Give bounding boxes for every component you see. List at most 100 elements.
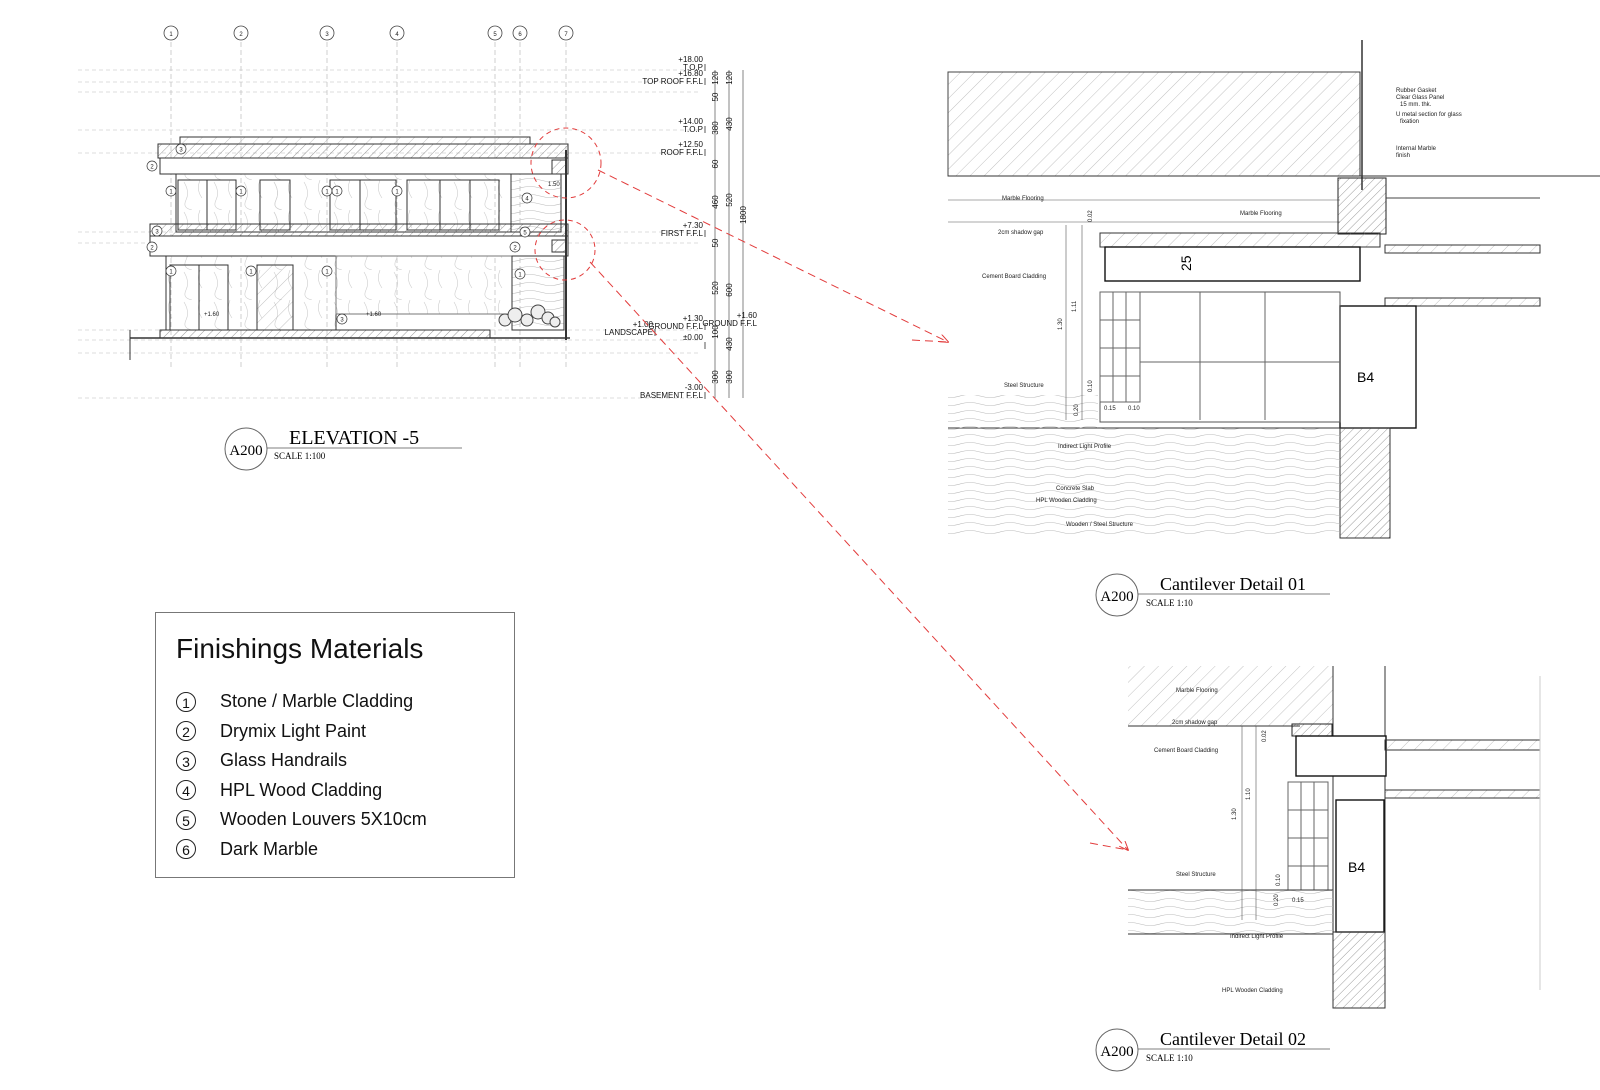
elevation-title-block: A200 ELEVATION -5 SCALE 1:100 — [224, 427, 462, 471]
detail1-annotation: Concrete Slab — [1056, 486, 1095, 492]
material-tag-number: 1 — [169, 270, 173, 276]
legend-number: 4 — [176, 780, 196, 801]
material-tag-number: 1 — [249, 270, 253, 276]
dimension-value: 460 — [711, 195, 720, 209]
material-tag — [519, 226, 531, 238]
material-tag — [165, 185, 177, 197]
detail1-annotation: Marble Flooring — [1002, 196, 1044, 202]
legend-number: 3 — [176, 750, 196, 771]
level-value: -3.00 — [685, 383, 704, 392]
grid-bubble — [512, 25, 528, 41]
grid-bubble-label: 1 — [169, 32, 173, 38]
level-value: +1.60 — [737, 311, 758, 320]
material-tag — [331, 185, 343, 197]
material-tag — [146, 160, 158, 172]
material-tag-number: 1 — [395, 190, 399, 196]
material-tag — [235, 185, 247, 197]
grid-bubble — [233, 25, 249, 41]
dimension-value: 520 — [725, 193, 734, 207]
material-tag-number: 1 — [335, 190, 339, 196]
level-value: +7.30 — [683, 221, 704, 230]
grid-bubble-label: 5 — [493, 32, 497, 38]
dimension-value: 100 — [711, 325, 720, 339]
detail1-sheet-ref: A200 — [1100, 589, 1133, 605]
leader-line-detail-02 — [589, 261, 1128, 850]
grid-bubble-label: 4 — [395, 32, 399, 38]
detail1-beam-b4: B4 — [1357, 369, 1374, 385]
legend-item: 3 Glass Handrails — [176, 746, 427, 776]
elevation-title: ELEVATION -5 — [289, 427, 419, 449]
detail1-annotation: Clear Glass Panel — [1396, 95, 1444, 101]
legend-label: Drymix Light Paint — [220, 720, 367, 741]
detail2-title: Cantilever Detail 02 — [1160, 1029, 1306, 1049]
detail2-scale: SCALE 1:10 — [1146, 1053, 1193, 1063]
level-name: LANDSCAPE — [605, 328, 653, 337]
detail2-annotation: HPL Wooden Cladding — [1222, 988, 1283, 994]
legend-number: 5 — [176, 809, 196, 830]
material-tag — [521, 192, 533, 204]
dimension-value: 300 — [725, 370, 734, 384]
dimension-value: 120 — [725, 71, 734, 85]
detail1-annotation: Indirect Light Profile — [1058, 444, 1112, 450]
material-tag-number: 3 — [155, 230, 159, 236]
grid-bubble — [558, 25, 574, 41]
detail2-annotation: 2cm shadow gap — [1172, 720, 1218, 726]
level-value: +12.50 — [678, 140, 703, 149]
material-tag — [509, 241, 521, 253]
detail2-beam-b4: B4 — [1348, 859, 1365, 875]
legend-label: Dark Marble — [220, 838, 319, 859]
detail1-annotation: Wooden / Steel Structure — [1066, 522, 1134, 528]
grid-bubble-label: 7 — [564, 32, 568, 38]
material-tag-number: 1 — [169, 190, 173, 196]
material-tag-number: 5 — [523, 231, 527, 237]
level-name: GROUND F.F.L — [702, 319, 757, 328]
detail-callout-circle-1 — [530, 127, 602, 199]
grid-bubble — [163, 25, 179, 41]
material-tag-number: 2 — [150, 246, 154, 252]
detail1-annotation: Cement Board Cladding — [982, 274, 1046, 280]
detail1-annotation: Steel Structure — [1004, 383, 1044, 389]
material-tag-number: 1 — [325, 270, 329, 276]
detail1-dimension: 1.30 — [1058, 318, 1064, 330]
detail1-annotation: Rubber Gasket — [1396, 88, 1437, 94]
detail1-title: Cantilever Detail 01 — [1160, 574, 1306, 594]
elevation-note-2: +1.60 — [366, 312, 382, 318]
material-tag — [151, 225, 163, 237]
detail1-dimension: 0.15 — [1104, 406, 1116, 412]
material-tag — [391, 185, 403, 197]
elevation-note-3: 1.50 — [548, 182, 560, 188]
material-tag — [165, 265, 177, 277]
legend-number: 6 — [176, 839, 196, 860]
detail2-dimension: 1.10 — [1246, 788, 1252, 800]
material-tag-number: 2 — [150, 165, 154, 171]
detail1-scale: SCALE 1:10 — [1146, 598, 1193, 608]
detail2-dimension: 0.20 — [1274, 894, 1280, 906]
material-tag-number: 1 — [239, 190, 243, 196]
material-tag — [146, 241, 158, 253]
detail1-annotation: finish — [1396, 153, 1410, 159]
detail1-annotation: fixation — [1400, 119, 1419, 125]
detail1-annotation: Marble Flooring — [1240, 211, 1282, 217]
material-tag-number: 3 — [179, 148, 183, 154]
legend-number: 2 — [176, 721, 196, 742]
level-name: GROUND F.F.L — [648, 322, 703, 331]
level-name: TOP ROOF F.F.L — [642, 77, 703, 86]
detail1-dimension: 1.11 — [1072, 300, 1078, 312]
material-tag — [321, 265, 333, 277]
level-value: +18.00 — [678, 55, 703, 64]
dimension-value: 120 — [711, 71, 720, 85]
legend-label: Glass Handrails — [220, 750, 348, 771]
detail-callout-circle-2 — [534, 219, 596, 281]
detail2-dimension: 0.15 — [1292, 898, 1304, 904]
dimension-value: 300 — [711, 370, 720, 384]
detail1-annotation: Internal Marble — [1396, 146, 1437, 152]
level-name: BASEMENT F.F.L — [640, 391, 704, 400]
level-value: +1.30 — [683, 314, 704, 323]
